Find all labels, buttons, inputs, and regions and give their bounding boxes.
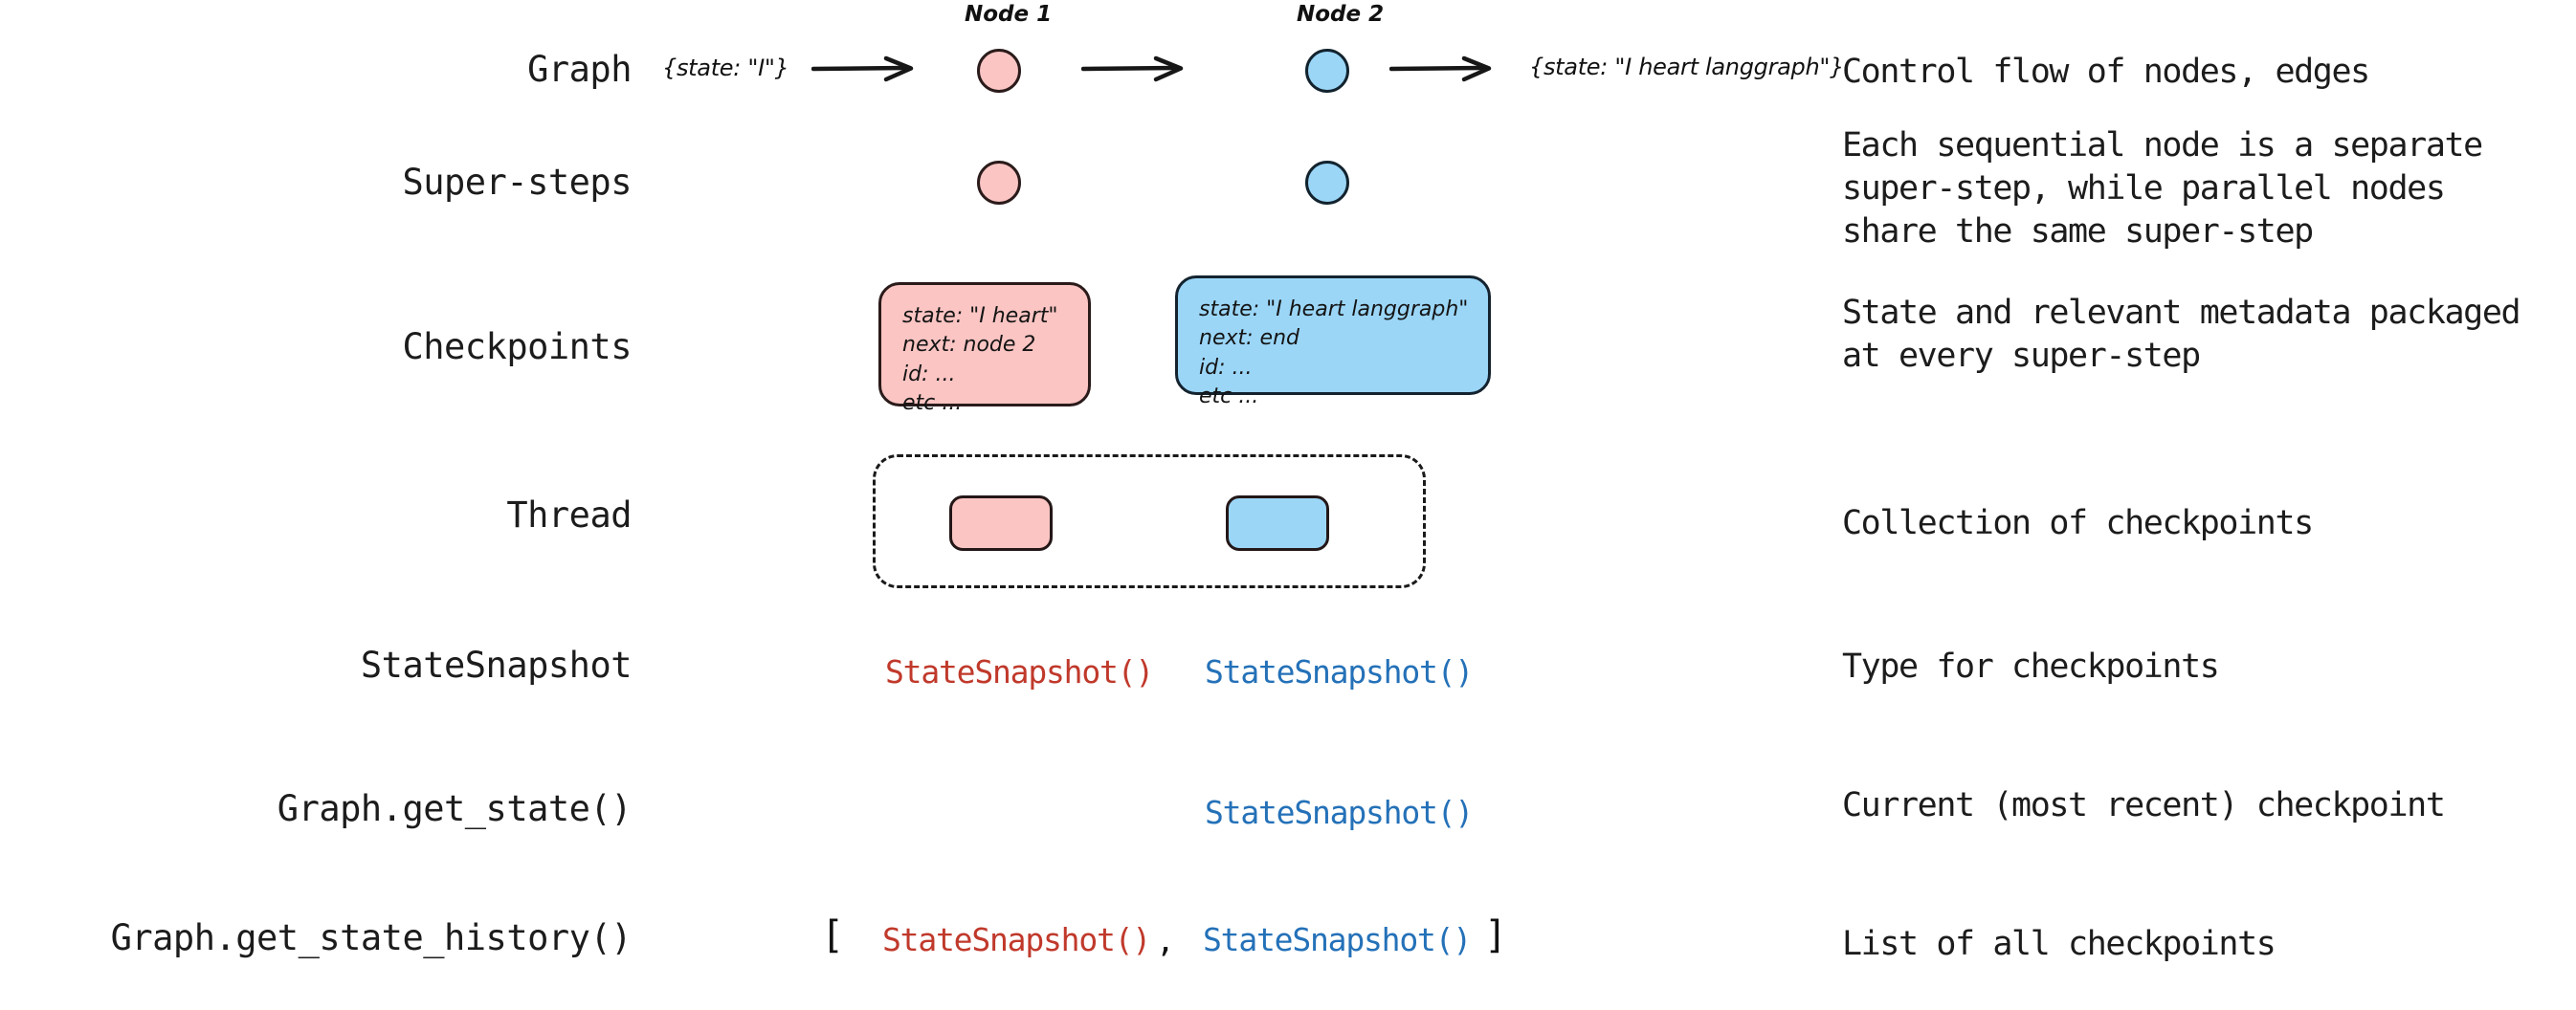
checkpoint-pink-line-2: next: node 2: [902, 333, 1036, 358]
row-label-graph: Graph: [527, 49, 632, 90]
input-state-label: {state: "I"}: [662, 55, 789, 81]
history-open-bracket: [: [821, 913, 845, 957]
row-label-checkpoints: Checkpoints: [402, 326, 632, 367]
checkpoint-blue-line-4: etc ...: [1199, 384, 1259, 409]
row-label-thread: Thread: [506, 494, 632, 536]
edge-arrow-1: [811, 55, 914, 82]
get-state-result-token: StateSnapshot(): [1205, 794, 1474, 831]
row-label-get-state: Graph.get_state(): [277, 788, 633, 829]
row-label-statesnapshot: StateSnapshot: [360, 645, 633, 686]
row-label-get-state-history: Graph.get_state_history(): [110, 917, 633, 958]
desc-super-steps-line-2: super-step, while parallel nodes: [1842, 168, 2446, 208]
desc-super-steps-line-3: share the same super-step: [1842, 211, 2314, 251]
history-separator: ,: [1156, 922, 1175, 959]
checkpoint-card-pink: state: "I heart" next: node 2 id: ... et…: [878, 282, 1091, 415]
node-1-label: Node 1: [965, 2, 1053, 27]
node-2-label: Node 2: [1297, 2, 1385, 27]
desc-super-steps: Each sequential node is a separate super…: [1842, 124, 2569, 252]
desc-checkpoints: State and relevant metadata packaged at …: [1842, 292, 2569, 378]
history-token-blue: StateSnapshot(): [1203, 921, 1472, 958]
desc-statesnapshot: Type for checkpoints: [1842, 646, 2569, 689]
desc-statesnapshot-line-1: Type for checkpoints: [1842, 648, 2220, 686]
checkpoint-pink-line-1: state: "I heart": [902, 304, 1058, 328]
output-state-label: {state: "I heart langgraph"}: [1529, 54, 1845, 80]
checkpoint-pink-line-4: etc ...: [902, 391, 963, 416]
edge-arrow-3: [1389, 55, 1492, 82]
thread-checkpoint-blue: [1226, 495, 1329, 551]
desc-get-state-line-1: Current (most recent) checkpoint: [1842, 786, 2446, 824]
desc-checkpoints-line-1: State and relevant metadata packaged: [1842, 294, 2521, 332]
statesnapshot-token-pink: StateSnapshot(): [885, 653, 1154, 691]
statesnapshot-token-blue: StateSnapshot(): [1205, 653, 1474, 691]
graph-node-1-circle: [977, 49, 1021, 93]
checkpoint-blue-line-1: state: "I heart langgraph": [1199, 297, 1469, 321]
edge-arrow-2: [1081, 55, 1184, 82]
desc-get-state: Current (most recent) checkpoint: [1842, 784, 2569, 827]
desc-graph-line-1: Control flow of nodes, edges: [1842, 53, 2370, 91]
desc-get-state-history: List of all checkpoints: [1842, 923, 2569, 966]
checkpoint-pink-line-3: id: ...: [902, 362, 956, 386]
checkpoint-blue-line-2: next: end: [1199, 326, 1299, 351]
thread-checkpoint-pink: [949, 495, 1053, 551]
desc-thread-line-1: Collection of checkpoints: [1842, 504, 2314, 542]
desc-graph: Control flow of nodes, edges: [1842, 51, 2569, 94]
checkpoint-blue-line-3: id: ...: [1199, 355, 1253, 380]
desc-super-steps-line-1: Each sequential node is a separate: [1842, 126, 2483, 165]
history-token-pink: StateSnapshot(): [882, 921, 1151, 958]
graph-node-2-circle: [1305, 49, 1349, 93]
desc-checkpoints-line-2: at every super-step: [1842, 336, 2201, 375]
thread-container: [873, 454, 1426, 588]
super-step-node-1-circle: [977, 161, 1021, 205]
desc-thread: Collection of checkpoints: [1842, 502, 2569, 545]
desc-get-state-history-line-1: List of all checkpoints: [1842, 925, 2276, 963]
checkpoint-card-blue: state: "I heart langgraph" next: end id:…: [1175, 275, 1491, 408]
row-label-super-steps: Super-steps: [402, 162, 632, 203]
super-step-node-2-circle: [1305, 161, 1349, 205]
history-close-bracket: ]: [1484, 913, 1508, 957]
